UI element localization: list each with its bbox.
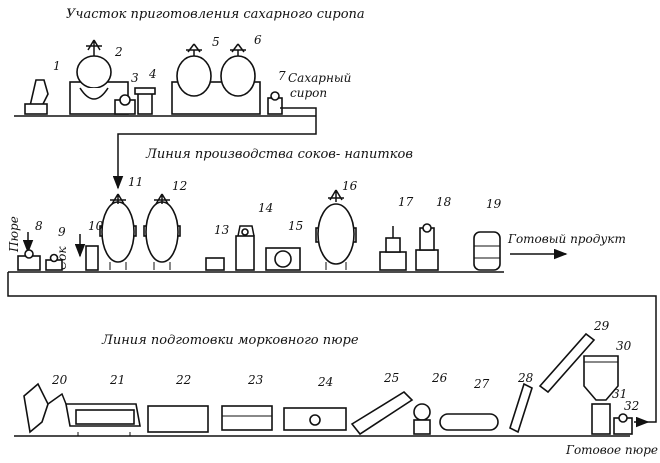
label-3: 3 xyxy=(131,71,139,85)
puree-input-label: Пюре xyxy=(7,216,21,253)
equipment-28-screw-conveyor xyxy=(509,382,533,434)
equipment-9-pump xyxy=(45,253,63,271)
equipment-16-tank xyxy=(315,189,357,270)
carrot-section-title: Линия подготовки морковного пюре xyxy=(101,333,359,348)
equipment-15-deaerator xyxy=(265,247,301,271)
label-21: 21 xyxy=(109,373,125,387)
syrup-section-title: Участок приготовления сахарного сиропа xyxy=(66,7,365,22)
label-28: 28 xyxy=(517,371,534,385)
equipment-2-syrup-kettle xyxy=(69,39,129,115)
label-6: 6 xyxy=(254,33,262,47)
label-4: 4 xyxy=(148,67,157,81)
equipment-14-homogenizer xyxy=(235,225,255,271)
equipment-18-capper xyxy=(415,223,439,271)
equipment-25-inclined-conveyor xyxy=(350,390,414,436)
equipment-8-puree-pump xyxy=(17,249,41,271)
label-10: 10 xyxy=(88,219,104,233)
equipment-31-puree-machine xyxy=(591,403,611,435)
label-31: 31 xyxy=(612,387,627,401)
equipment-26-blancher xyxy=(413,403,431,435)
label-11: 11 xyxy=(128,175,143,189)
label-16: 16 xyxy=(342,179,358,193)
label-8: 8 xyxy=(35,219,43,233)
puree-return-line xyxy=(7,272,657,423)
label-7: 7 xyxy=(278,69,286,83)
sugar-syrup-label-line1: Сахарный xyxy=(288,71,351,85)
equipment-23-inspection-conveyor xyxy=(221,405,273,431)
equipment-19-product-container xyxy=(473,231,501,271)
equipment-21-washer xyxy=(65,403,141,436)
equipment-32-pump xyxy=(613,413,633,435)
label-20: 20 xyxy=(51,373,68,387)
equipment-24-cutter xyxy=(283,407,347,431)
equipment-20-hopper xyxy=(23,382,67,434)
equipment-22-peeler xyxy=(147,405,209,433)
finished-puree-label: Готовое пюре xyxy=(565,443,658,457)
label-12: 12 xyxy=(172,179,187,193)
label-26: 26 xyxy=(431,371,448,385)
label-1: 1 xyxy=(53,59,61,73)
label-13: 13 xyxy=(214,223,230,237)
label-14: 14 xyxy=(258,201,273,215)
label-5: 5 xyxy=(212,35,220,49)
equipment-30-hopper xyxy=(583,355,619,401)
label-27: 27 xyxy=(473,377,490,391)
finished-product-label: Готовый продукт xyxy=(507,232,626,246)
equipment-10-filter xyxy=(85,245,99,271)
label-22: 22 xyxy=(175,373,191,387)
equipment-17-filler xyxy=(379,226,407,271)
label-15: 15 xyxy=(288,219,303,233)
equipment-12-mixer xyxy=(143,193,181,270)
equipment-29-elevator xyxy=(538,332,596,394)
label-29: 29 xyxy=(593,319,610,333)
label-9: 9 xyxy=(58,225,66,239)
label-30: 30 xyxy=(616,339,632,353)
label-18: 18 xyxy=(436,195,452,209)
syrup-to-beverage-arrow xyxy=(112,107,317,190)
beverage-section-title: Линия производства соков- напитков xyxy=(145,147,413,162)
label-25: 25 xyxy=(383,371,399,385)
equipment-4-filter xyxy=(134,87,156,115)
equipment-13-pump xyxy=(205,257,225,271)
equipment-1-loader xyxy=(24,79,49,115)
label-23: 23 xyxy=(247,373,264,387)
label-2: 2 xyxy=(114,45,123,59)
equipment-3-pump xyxy=(114,94,136,115)
label-24: 24 xyxy=(317,375,333,389)
label-17: 17 xyxy=(398,195,414,209)
label-19: 19 xyxy=(486,197,502,211)
equipment-7-pump xyxy=(267,91,283,115)
label-32: 32 xyxy=(624,399,639,413)
equipment-27-belt-conveyor xyxy=(439,413,499,431)
equipment-6-tank xyxy=(220,43,256,97)
equipment-11-mixer xyxy=(99,193,137,270)
sugar-syrup-label-line2: сироп xyxy=(290,86,327,100)
